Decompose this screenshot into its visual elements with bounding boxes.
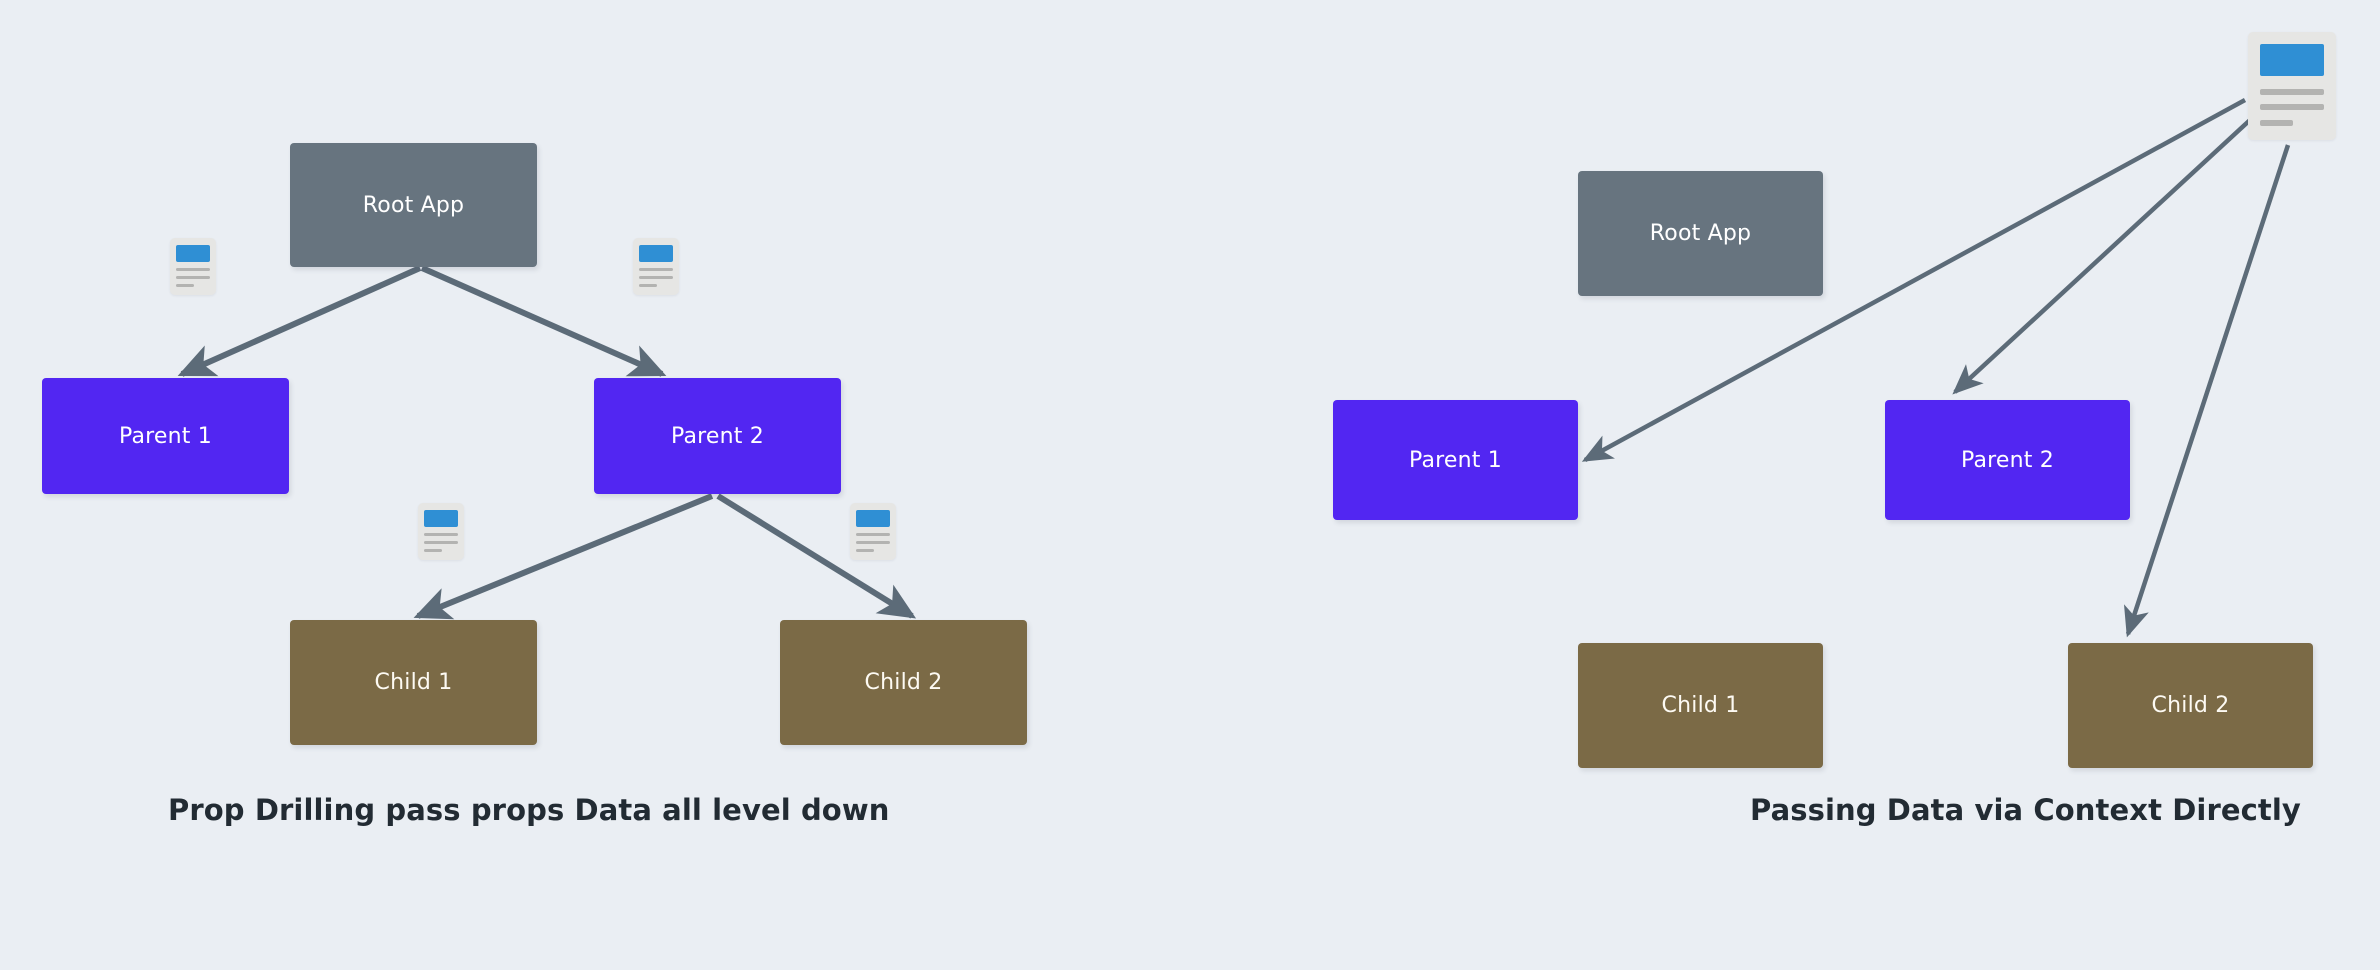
icon-text-line [176,276,210,279]
node-label: Child 2 [2151,693,2230,718]
node-label: Parent 1 [118,423,213,449]
node-right-root[interactable]: Root App [1578,171,1823,296]
node-left-child2[interactable]: Child 2 [780,620,1027,745]
edge-context-to-parent2 [1952,118,2252,395]
edge-root-to-parent2 [420,265,667,377]
node-label: Parent 1 [1408,447,1503,473]
icon-thumbnail [2260,44,2324,76]
icon-text-line [424,533,458,536]
node-label: Root App [362,192,465,218]
node-left-parent2[interactable]: Parent 2 [594,378,841,494]
icon-thumbnail [639,245,673,262]
node-label: Parent 2 [670,423,765,449]
icon-text-line [856,549,874,552]
icon-text-line [639,276,673,279]
node-label: Child 1 [1661,693,1740,718]
icon-text-line [639,284,657,287]
document-icon [170,238,216,295]
icon-text-line [856,541,890,544]
node-right-child1[interactable]: Child 1 [1578,643,1823,768]
icon-text-line [856,533,890,536]
node-left-root[interactable]: Root App [290,143,537,267]
icon-thumbnail [856,510,890,527]
edge-root-to-parent1 [177,265,422,377]
node-left-child1[interactable]: Child 1 [290,620,537,745]
icon-text-line [424,549,442,552]
document-icon [850,503,896,560]
node-left-parent1[interactable]: Parent 1 [42,378,289,494]
icon-text-line [176,268,210,271]
document-icon [633,238,679,295]
node-label: Root App [1649,221,1752,246]
icon-text-line [639,268,673,271]
icon-text-line [424,541,458,544]
icon-thumbnail [176,245,210,262]
edge-context-to-child2 [2123,144,2291,638]
caption-prop-drilling: Prop Drilling pass props Data all level … [168,793,890,827]
node-right-parent2[interactable]: Parent 2 [1885,400,2130,520]
node-label: Child 2 [864,670,943,695]
node-label: Parent 2 [1960,447,2055,473]
node-label: Child 1 [374,670,453,695]
document-icon [418,503,464,560]
icon-thumbnail [424,510,458,527]
document-icon [2248,32,2336,140]
node-right-parent1[interactable]: Parent 1 [1333,400,1578,520]
icon-text-line [2260,104,2324,110]
icon-text-line [176,284,194,287]
icon-text-line [2260,120,2293,126]
caption-context: Passing Data via Context Directly [1750,793,2301,827]
node-right-child2[interactable]: Child 2 [2068,643,2313,768]
icon-text-line [2260,89,2324,95]
